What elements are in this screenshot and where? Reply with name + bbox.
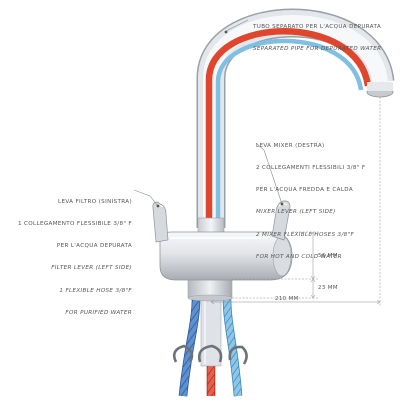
leader-filter [133, 189, 159, 207]
dimension-body-height: 56 MM [318, 253, 338, 259]
callout-filter-en-line2: FOR PURIFIED WATER [65, 309, 132, 316]
base-foot [187, 294, 233, 302]
callout-filter-en-line1: 1 FLEXIBLE HOSE 3/8"F [59, 287, 132, 294]
flexible-hoses [172, 295, 248, 397]
callout-mixer-en-line1: 2 MIXER FLEXIBLE HOSES 3/8"F [256, 231, 355, 238]
callout-filter-it-title: LEVA FILTRO (SINISTRA) [58, 198, 132, 205]
fitting-center [197, 344, 223, 363]
callout-separated-pipe: TUBO SEPARATO PER L'ACQUA DEPURATA SEPAR… [253, 9, 381, 68]
callout-mixer-en-line2: FOR HOT AND COLD WATER [256, 253, 342, 260]
leader-lines [133, 19, 284, 208]
hose-cold [223, 297, 242, 397]
filter-lever [152, 201, 169, 243]
purified-water-channel [215, 38, 364, 225]
dimension-base-height: 23 MM [318, 285, 338, 291]
callout-mixer-it-line1: 2 COLLEGAMENTI FLESSIBILI 3/8" F [256, 165, 366, 172]
callout-mixer-it-line2: PER L'ACQUA FREDDA E CALDA [256, 187, 354, 194]
spout-tip-collar [367, 82, 393, 91]
callout-mixer-it-title: LEVA MIXER (DESTRA) [256, 142, 325, 149]
fitting-right [228, 345, 248, 365]
dimension-lines [210, 97, 381, 306]
callout-filter-it-line1: 1 COLLEGAMENTO FLESSIBILE 3/8" F [17, 221, 132, 228]
hose-filter [179, 297, 200, 397]
callout-filter-en-title: FILTER LEVER (LEFT SIDE) [51, 265, 132, 272]
fitting-left [172, 344, 194, 363]
callout-filter-lever: LEVA FILTRO (SINISTRA) 1 COLLEGAMENTO FL… [6, 184, 132, 332]
callout-mixer-en-title: MIXER LEVER (LEFT SIDE) [256, 209, 336, 216]
dimension-spout-reach: 210 MM [275, 296, 299, 302]
callout-filter-it-line2: PER L'ACQUA DEPURATA [56, 243, 132, 250]
callout-mixer-lever: LEVA MIXER (DESTRA) 2 COLLEGAMENTI FLESS… [256, 128, 365, 276]
hot-water-channel [205, 28, 372, 225]
mounting-stud [200, 295, 222, 367]
spout [196, 8, 395, 228]
leader-mixer [255, 142, 283, 205]
callout-pipe-english: SEPARATED PIPE FOR DEPURATED WATER [253, 46, 382, 53]
callout-pipe-italian: TUBO SEPARATO PER L'ACQUA DEPURATA [253, 23, 382, 30]
